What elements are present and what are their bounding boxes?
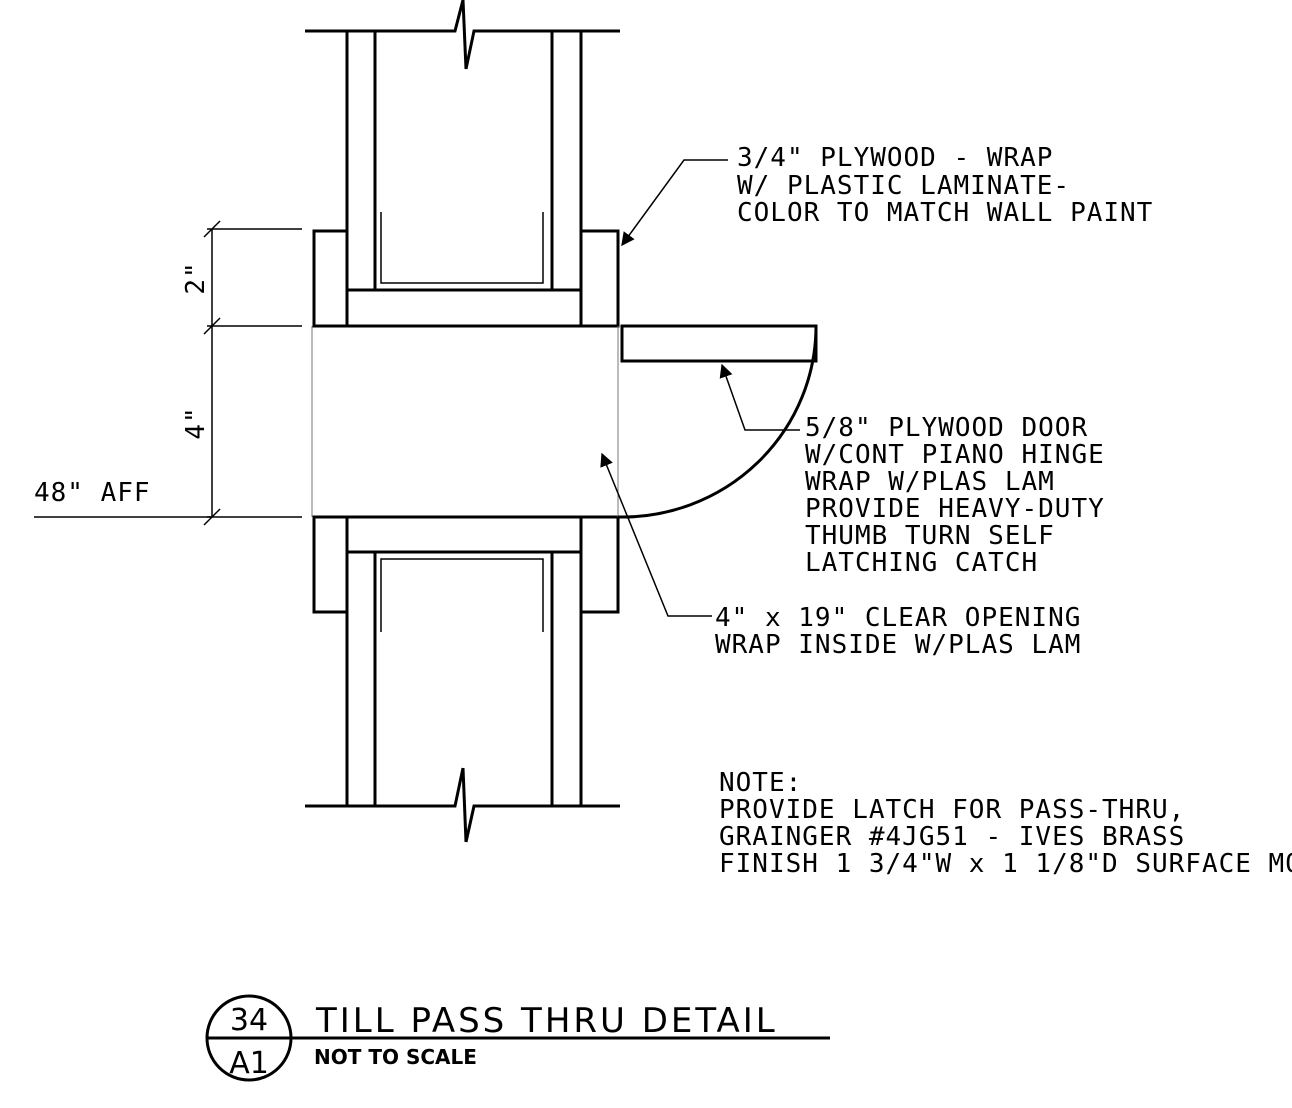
dimension-lines: [34, 220, 302, 526]
svg-text:W/CONT PIANO HINGE: W/CONT PIANO HINGE: [805, 440, 1105, 470]
leader-plywood-door: [719, 363, 800, 431]
svg-text:W/ PLASTIC LAMINATE-: W/ PLASTIC LAMINATE-: [737, 171, 1070, 201]
svg-text:THUMB TURN SELF: THUMB TURN SELF: [805, 521, 1055, 551]
plywood-trim: [312, 229, 620, 614]
detail-number: 34: [230, 1003, 268, 1038]
trim-upper-left: [312, 229, 349, 328]
leader-clear-opening: [600, 452, 712, 617]
trim-upper-right: [579, 229, 620, 328]
note-block: NOTE: PROVIDE LATCH FOR PASS-THRU, GRAIN…: [719, 768, 1292, 879]
svg-text:WRAP W/PLAS LAM: WRAP W/PLAS LAM: [805, 467, 1055, 497]
dimension-lower: 4": [181, 406, 211, 439]
upper-break-line: [305, 0, 620, 70]
svg-text:4" x 19" CLEAR OPENING: 4" x 19" CLEAR OPENING: [715, 603, 1081, 633]
svg-text:3/4" PLYWOOD - WRAP: 3/4" PLYWOOD - WRAP: [737, 143, 1053, 173]
svg-text:LATCHING CATCH: LATCHING CATCH: [805, 548, 1038, 578]
dimension-upper: 2": [181, 261, 211, 294]
svg-text:GRAINGER #4JG51 - IVES BRASS: GRAINGER #4JG51 - IVES BRASS: [719, 822, 1185, 852]
lower-stud: [380, 558, 544, 632]
callout-clear-opening: 4" x 19" CLEAR OPENING WRAP INSIDE W/PLA…: [715, 603, 1081, 660]
svg-text:5/8" PLYWOOD DOOR: 5/8" PLYWOOD DOOR: [805, 413, 1088, 443]
svg-text:WRAP INSIDE W/PLAS LAM: WRAP INSIDE W/PLAS LAM: [715, 630, 1081, 660]
leader-plywood-wrap: [621, 159, 728, 247]
sheet-number: A1: [229, 1046, 269, 1081]
svg-text:FINISH 1 3/4"W x 1 1/8"D SURFA: FINISH 1 3/4"W x 1 1/8"D SURFACE MOUN: [719, 849, 1292, 879]
lower-break-line: [305, 767, 620, 843]
upper-stud: [380, 212, 544, 284]
svg-text:NOTE:: NOTE:: [719, 768, 802, 798]
wall-lower: [305, 552, 620, 843]
door-swing-arc: [617, 325, 818, 519]
elevation-label: 48" AFF: [34, 478, 151, 508]
detail-scale: NOT TO SCALE: [314, 1045, 477, 1069]
callout-plywood-wrap: 3/4" PLYWOOD - WRAP W/ PLASTIC LAMINATE-…: [737, 143, 1153, 228]
trim-lower-right: [579, 515, 620, 614]
detail-title-block: 34 A1 TILL PASS THRU DETAIL NOT TO SCALE: [205, 994, 830, 1082]
wall-upper: [305, 0, 620, 290]
trim-sill: [345, 515, 583, 554]
plywood-door: [620, 324, 818, 363]
svg-text:COLOR TO MATCH WALL PAINT: COLOR TO MATCH WALL PAINT: [737, 198, 1153, 228]
svg-text:PROVIDE HEAVY-DUTY: PROVIDE HEAVY-DUTY: [805, 494, 1105, 524]
detail-title: TILL PASS THRU DETAIL: [315, 1001, 778, 1041]
svg-text:PROVIDE LATCH FOR PASS-THRU,: PROVIDE LATCH FOR PASS-THRU,: [719, 795, 1185, 825]
trim-lower-left: [312, 515, 349, 614]
callout-plywood-door: 5/8" PLYWOOD DOOR W/CONT PIANO HINGE WRA…: [805, 413, 1105, 578]
trim-head: [345, 288, 583, 328]
